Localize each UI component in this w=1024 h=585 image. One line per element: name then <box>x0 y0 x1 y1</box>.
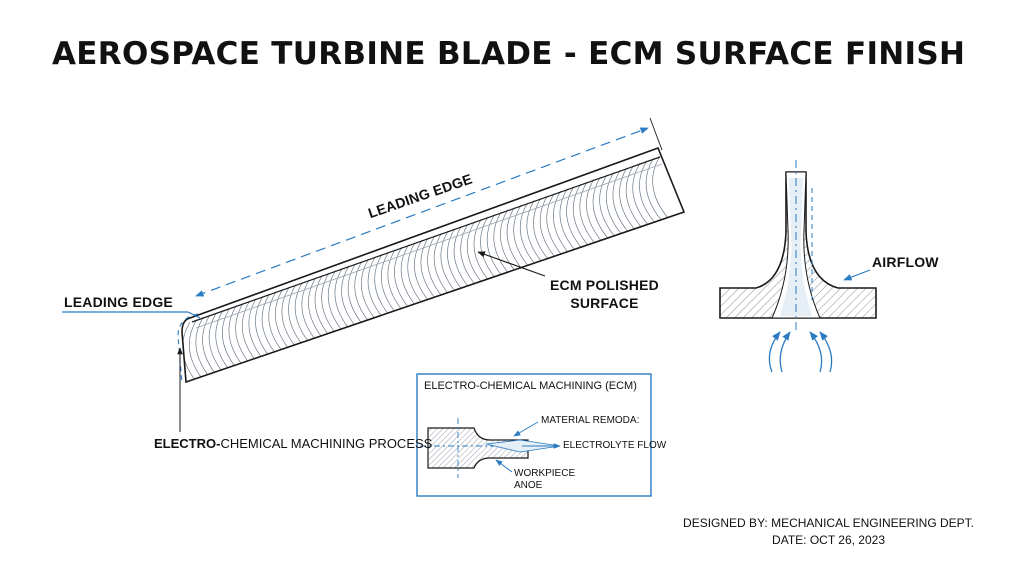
blade-root-section <box>719 160 877 373</box>
surface-streak <box>268 291 285 354</box>
surface-streak <box>255 296 272 359</box>
electrolyte-flow-label: ELECTROLYTE FLOW <box>563 440 667 451</box>
surface-streak <box>261 293 278 357</box>
surface-streak <box>195 317 212 380</box>
ecm-polished-line-1: ECM POLISHED <box>550 277 659 293</box>
surface-streak <box>652 155 669 219</box>
process-label-rest: CHEMICAL MACHINING PROCESS <box>220 436 433 451</box>
surface-streak <box>248 298 265 361</box>
airflow-label: AIRFLOW <box>872 254 939 270</box>
title-block: DESIGNED BY: MECHANICAL ENGINEERING DEPT… <box>683 515 974 549</box>
material-removal-label: MATERIAL REMODA: <box>541 415 640 426</box>
surface-streak <box>188 319 205 382</box>
surface-streak <box>228 305 245 368</box>
workpiece-anode-label: WORKPIECE ANOE <box>514 468 575 492</box>
surface-streak <box>215 310 232 373</box>
page-title: AEROSPACE TURBINE BLADE - ECM SURFACE FI… <box>52 36 966 72</box>
surface-streak <box>235 303 252 366</box>
drawing-date: DATE: OCT 26, 2023 <box>772 533 885 547</box>
workpiece-line-1: WORKPIECE <box>514 468 576 479</box>
ecm-polished-surface-label: ECM POLISHED SURFACE <box>550 276 659 312</box>
surface-streak <box>202 314 219 378</box>
process-label-bold: ELECTRO- <box>154 436 221 451</box>
workpiece-line-2: ANOE <box>514 480 543 491</box>
ecm-polished-leader <box>477 251 546 277</box>
designed-by: DESIGNED BY: MECHANICAL ENGINEERING DEPT… <box>683 516 974 530</box>
ecm-box-title: ELECTRO-CHEMICAL MACHINING (ECM) <box>424 380 637 392</box>
ecm-detail-box <box>416 373 652 497</box>
leading-edge-left-label: LEADING EDGE <box>64 294 173 310</box>
leading-edge-dimension <box>62 117 663 385</box>
process-label: ELECTRO-CHEMICAL MACHINING PROCESS <box>154 436 432 451</box>
ecm-polished-line-2: SURFACE <box>570 295 639 311</box>
surface-streak <box>241 300 258 364</box>
surface-streak <box>222 307 238 371</box>
surface-streak <box>208 312 225 375</box>
